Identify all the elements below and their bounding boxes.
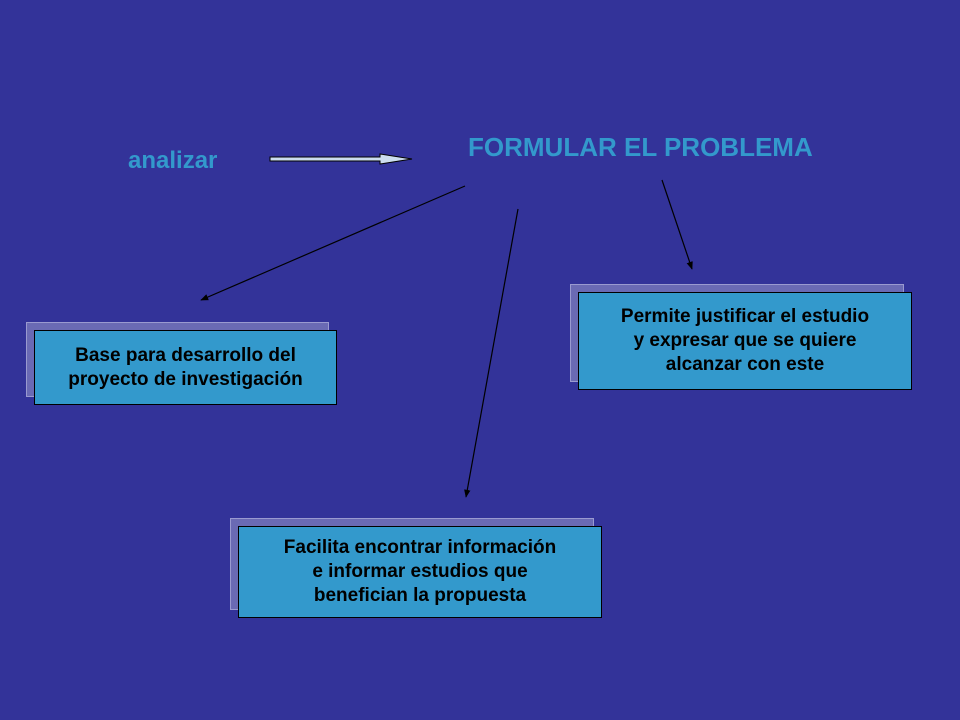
verb-label: analizar	[128, 147, 218, 174]
box-text-line: alcanzar con este	[665, 354, 825, 375]
box-text-line: proyecto de investigación	[68, 368, 303, 390]
box-text-line: e informar estudios que	[312, 561, 528, 582]
box-text-line: Base para desarrollo del	[75, 344, 296, 366]
diagram-title: FORMULAR EL PROBLEMA	[468, 132, 813, 162]
arrow-to-right-box	[661, 179, 693, 270]
arrow-to-bottom-box	[464, 208, 519, 498]
box-text-line: benefician la propuesta	[313, 585, 527, 606]
box-face: Permite justificar el estudio y expresar…	[578, 292, 912, 390]
box-face: Base para desarrollo del proyecto de inv…	[34, 330, 337, 405]
box-text-line: Permite justificar el estudio	[620, 306, 870, 327]
box-text-line: Facilita encontrar información	[283, 537, 557, 558]
box-face: Facilita encontrar información e informa…	[238, 526, 602, 618]
arrow-to-left-box	[200, 185, 466, 301]
verb-to-title-arrow	[269, 153, 413, 165]
box-text-line: y expresar que se quiere	[633, 330, 857, 351]
